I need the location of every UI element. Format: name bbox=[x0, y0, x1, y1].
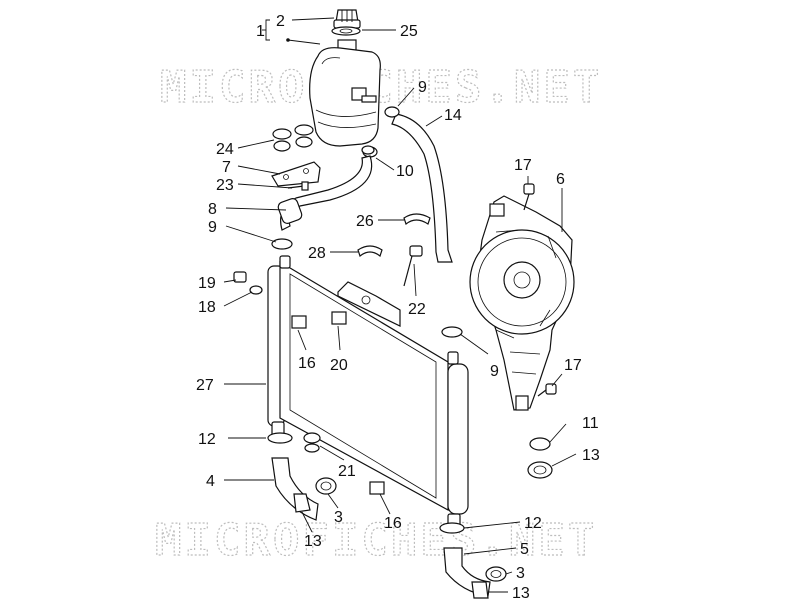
callout-13-bottom: 13 bbox=[512, 585, 530, 600]
hose-clamp-9-top bbox=[384, 106, 400, 118]
callout-1: 1 bbox=[256, 23, 265, 40]
callout-12-left: 12 bbox=[198, 431, 216, 448]
callout-24: 24 bbox=[216, 141, 234, 158]
cap-seal bbox=[331, 26, 361, 36]
fan-screw-bottom bbox=[537, 383, 557, 397]
callout-25: 25 bbox=[400, 23, 418, 40]
hose-clamp-10 bbox=[361, 145, 375, 155]
hose-clamp-9-right bbox=[441, 326, 463, 338]
callout-3-left: 3 bbox=[334, 509, 343, 526]
watermark-bottom: MICROFICHES.NET bbox=[155, 515, 597, 566]
callout-26: 26 bbox=[356, 213, 374, 230]
spring-clip-28 bbox=[357, 245, 383, 258]
overflow-hose bbox=[391, 113, 453, 263]
radiator-screw-22 bbox=[403, 245, 423, 287]
mounting-bracket bbox=[271, 161, 321, 187]
leader-lines bbox=[223, 17, 577, 593]
callout-13-right: 13 bbox=[582, 447, 600, 464]
rubber-grommets bbox=[272, 124, 314, 152]
callout-10: 10 bbox=[396, 163, 414, 180]
lower-hose-right bbox=[443, 547, 491, 599]
hose-clamp-12-left bbox=[267, 432, 293, 444]
callout-28: 28 bbox=[308, 245, 326, 262]
callout-17-top: 17 bbox=[514, 157, 532, 174]
callout-23: 23 bbox=[216, 177, 234, 194]
bleed-screw bbox=[233, 271, 263, 295]
callout-12-right: 12 bbox=[524, 515, 542, 532]
watermark-top: MICROFICHES.NET bbox=[160, 62, 602, 113]
clip-nut-16-bottom bbox=[369, 481, 385, 495]
callout-4: 4 bbox=[206, 473, 215, 490]
callout-5: 5 bbox=[520, 541, 529, 558]
callout-22: 22 bbox=[408, 301, 426, 318]
hose-clamp-11 bbox=[529, 437, 551, 451]
callout-8: 8 bbox=[208, 201, 217, 218]
hose-clamp-3-left bbox=[315, 477, 337, 495]
callout-16-top: 16 bbox=[298, 355, 316, 372]
callout-11: 11 bbox=[582, 415, 599, 432]
callout-14: 14 bbox=[444, 107, 462, 124]
callout-18: 18 bbox=[198, 299, 216, 316]
callout-21: 21 bbox=[338, 463, 356, 480]
clip-nut-20 bbox=[331, 311, 347, 325]
callout-9-top: 9 bbox=[418, 79, 427, 96]
callout-9-right: 9 bbox=[490, 363, 499, 380]
callout-2: 2 bbox=[276, 13, 285, 30]
fan-screw-top bbox=[523, 183, 535, 211]
hose-clamp-9-left bbox=[271, 238, 293, 250]
clip-nut-16-top bbox=[291, 315, 307, 329]
callout-7: 7 bbox=[222, 159, 231, 176]
expansion-tank-cap bbox=[333, 9, 361, 29]
callout-6: 6 bbox=[556, 171, 565, 188]
rubber-mount-21 bbox=[303, 432, 321, 453]
fan-assembly bbox=[469, 195, 575, 411]
callout-19: 19 bbox=[198, 275, 216, 292]
callout-3-right: 3 bbox=[516, 565, 525, 582]
callout-13-left: 13 bbox=[304, 533, 322, 550]
expansion-tank bbox=[309, 39, 381, 158]
callout-27: 27 bbox=[196, 377, 214, 394]
spring-clip-26 bbox=[403, 213, 431, 226]
callout-9-left: 9 bbox=[208, 219, 217, 236]
callout-20: 20 bbox=[330, 357, 348, 374]
hose-clamp-12-right bbox=[439, 522, 465, 534]
hose-clamp-13 bbox=[527, 461, 553, 479]
callout-16-bottom: 16 bbox=[384, 515, 402, 532]
callout-17-bottom: 17 bbox=[564, 357, 582, 374]
callout-labels: 1 2 25 9 14 24 7 23 10 8 9 26 28 17 6 19… bbox=[196, 13, 600, 600]
tank-outlet-hose bbox=[277, 155, 373, 231]
radiator bbox=[267, 255, 469, 529]
lower-hose-left bbox=[271, 457, 319, 521]
hose-clamp-3-right bbox=[485, 566, 507, 582]
